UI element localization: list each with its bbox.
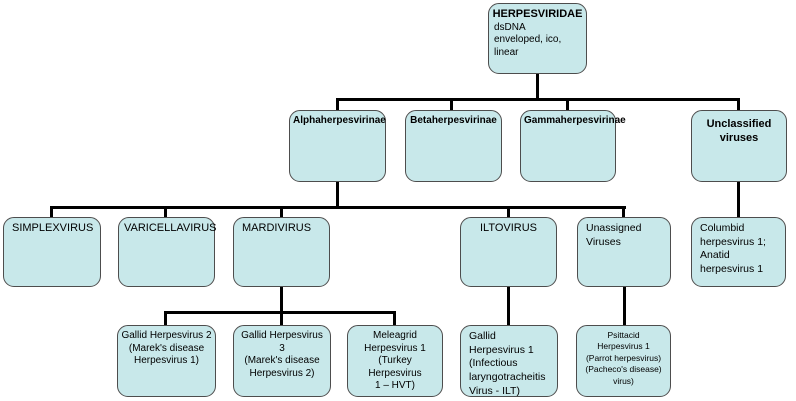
node-herpesviridae: HERPESVIRIDAE dsDNA enveloped, ico, line… <box>488 3 587 74</box>
node-herpesviridae-title: HERPESVIRIDAE <box>492 8 583 20</box>
node-gallid-herpesvirus-3: Gallid Herpesvirus 3 (Marek's disease He… <box>233 325 331 397</box>
node-label: MARDIVIRUS <box>242 222 312 234</box>
node-gallid-herpesvirus-2: Gallid Herpesvirus 2 (Marek's disease He… <box>117 325 216 397</box>
node-label: ILTOVIRUS <box>479 222 538 234</box>
node-unclassified-viruses: Unclassified viruses <box>691 110 787 182</box>
node-label: Gallid Herpesvirus 3 (Marek's disease He… <box>241 330 323 379</box>
node-simplexvirus: SIMPLEXVIRUS <box>3 217 101 287</box>
node-label: Gammaherpesvirinae <box>524 115 626 126</box>
connector-unclassified-drop <box>737 181 740 218</box>
node-iltovirus: ILTOVIRUS <box>460 217 557 287</box>
connector-stub-gallid3 <box>280 311 283 326</box>
connector-subfamily-rail <box>336 98 740 101</box>
node-label: Gallid Herpesvirus 2 (Marek's disease He… <box>121 330 212 366</box>
node-columbid-anatid-herpesvirus: Columbid herpesvirus 1; Anatid herpesvir… <box>691 217 786 287</box>
node-gammaherpesvirinae: Gammaherpesvirinae <box>520 110 626 182</box>
connector-genus-rail <box>50 206 626 209</box>
node-label: SIMPLEXVIRUS <box>12 222 94 234</box>
connector-stub-iltovirus <box>507 206 510 218</box>
node-label: Gallid Herpesvirus 1 (Infectious laryngo… <box>469 330 546 397</box>
connector-stub-beta <box>450 98 453 111</box>
node-label: Betaherpesvirinae <box>410 115 497 126</box>
connector-stub-gallid2 <box>164 311 167 326</box>
node-varicellavirus: VARICELLAVIRUS <box>118 217 217 287</box>
connector-mardivirus-drop <box>280 286 283 313</box>
node-mardivirus: MARDIVIRUS <box>233 217 330 287</box>
node-meleagrid-herpesvirus-1: Meleagrid Herpesvirus 1 (Turkey Herpesvi… <box>347 325 443 397</box>
node-gallid-herpesvirus-1: Gallid Herpesvirus 1 (Infectious laryngo… <box>460 325 558 397</box>
connector-stub-meleagrid <box>393 311 396 326</box>
node-herpesviridae-attributes: dsDNA enveloped, ico, linear <box>494 21 562 58</box>
node-label: Unclassified viruses <box>706 118 772 144</box>
node-alphaherpesvirinae: Alphaherpesvirinae <box>289 110 386 182</box>
connector-stub-unassigned <box>622 206 625 218</box>
node-psittacid-herpesvirus-1: Psittacid Herpesvirus 1 (Parrot herpesvi… <box>576 325 671 397</box>
connector-iltovirus-drop <box>507 286 510 326</box>
node-label: Unassigned Viruses <box>586 222 642 248</box>
node-unassigned-viruses: Unassigned Viruses <box>577 217 671 287</box>
connector-stub-varicellavirus <box>164 206 167 218</box>
connector-stub-alpha <box>336 98 339 111</box>
connector-stub-mardivirus <box>280 206 283 218</box>
node-label: Columbid herpesvirus 1; Anatid herpesvir… <box>700 222 766 275</box>
connector-stub-simplexvirus <box>50 206 53 218</box>
connector-unassigned-drop <box>623 286 626 326</box>
node-label: VARICELLAVIRUS <box>124 222 217 234</box>
connector-stub-gamma <box>566 98 569 111</box>
node-label: Psittacid Herpesvirus 1 (Parrot herpesvi… <box>585 330 662 386</box>
connector-stub-unclassified <box>737 98 740 111</box>
connector-root-drop <box>536 74 539 101</box>
node-label: Alphaherpesvirinae <box>293 115 386 126</box>
connector-alpha-drop <box>336 181 339 207</box>
node-label: Meleagrid Herpesvirus 1 (Turkey Herpesvi… <box>364 330 426 391</box>
node-betaherpesvirinae: Betaherpesvirinae <box>405 110 502 182</box>
